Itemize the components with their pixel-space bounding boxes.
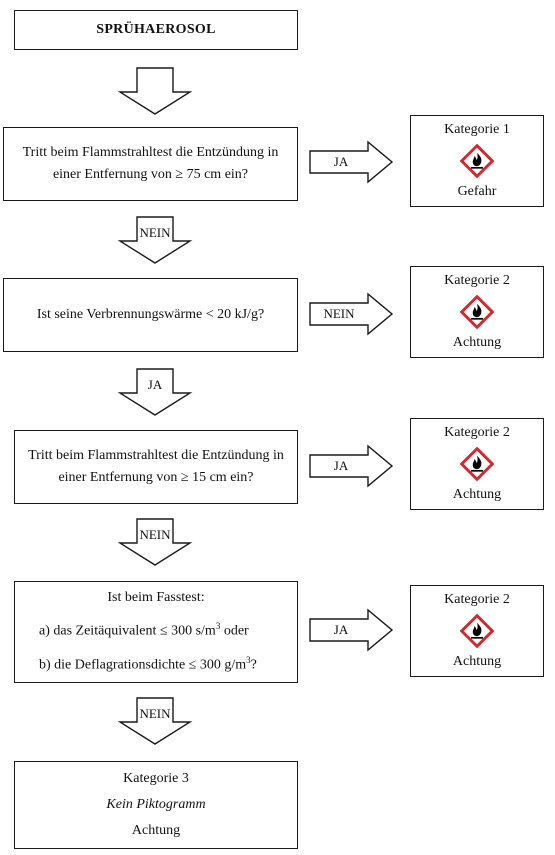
result-3-category: Kategorie 2 — [444, 425, 510, 440]
down-label-4: NEIN — [139, 706, 171, 721]
question-4-line-3-tail: ? — [250, 657, 257, 673]
result-box-1: Kategorie 1 Gefahr — [410, 115, 544, 207]
start-box: SPRÜHAEROSOL — [14, 10, 298, 50]
final-box: Kategorie 3 Kein Piktogramm Achtung — [14, 761, 298, 849]
question-box-1: Tritt beim Flammstrahltest die Entzündun… — [3, 127, 298, 201]
question-3-line-1: Tritt beim Flammstrahltest die Entzündun… — [28, 448, 284, 463]
question-4-line-2-tail: oder — [220, 624, 249, 639]
side-arrow-2 — [309, 292, 394, 336]
question-4-line-3-sup: 3 — [246, 655, 251, 665]
question-4-line-1: Ist beim Fasstest: — [107, 590, 205, 606]
question-1-line-1: Tritt beim Flammstrahltest die Entzündun… — [22, 145, 279, 160]
question-4-line-3-text: b) die Deflagrationsdichte ≤ 300 g/m — [39, 657, 247, 673]
down-label-3: NEIN — [139, 527, 171, 542]
question-4-line-2-sup: 3 — [215, 621, 221, 632]
question-box-4: Ist beim Fasstest: a) das Zeitäquivalent… — [14, 581, 298, 683]
start-label: SPRÜHAEROSOL — [96, 22, 216, 37]
final-pictogram-text: Kein Piktogramm — [106, 797, 206, 812]
final-category: Kategorie 3 — [123, 771, 189, 786]
question-4-line-3: b) die Deflagrationsdichte ≤ 300 g/m3? — [25, 649, 287, 677]
side-label-4: JA — [333, 622, 349, 637]
result-1-signal: Gefahr — [457, 184, 497, 199]
flame-ghs-icon — [460, 295, 494, 329]
question-4-line-2-text: a) das Zeitäquivalent ≤ 300 s/m — [39, 624, 216, 639]
result-4-category: Kategorie 2 — [444, 592, 510, 607]
result-2-signal: Achtung — [452, 335, 502, 350]
down-label-1: NEIN — [139, 225, 171, 240]
question-box-3: Tritt beim Flammstrahltest die Entzündun… — [14, 430, 298, 504]
down-arrow-3 — [117, 518, 193, 566]
side-arrow-4 — [309, 608, 394, 652]
side-label-1: JA — [333, 154, 349, 169]
down-arrow-4 — [117, 697, 193, 745]
down-arrow-2 — [117, 368, 193, 416]
final-signal: Achtung — [131, 823, 181, 838]
question-box-2: Ist seine Verbrennungswärme < 20 kJ/g? — [3, 278, 298, 352]
side-arrow-1 — [309, 140, 394, 184]
flame-ghs-icon — [460, 144, 494, 178]
result-1-category: Kategorie 1 — [444, 122, 510, 137]
flame-ghs-icon — [460, 447, 494, 481]
question-4-line-2: a) das Zeitäquivalent ≤ 300 s/m3 oder — [25, 615, 287, 643]
result-4-signal: Achtung — [452, 654, 502, 669]
result-box-2: Kategorie 2 Achtung — [410, 266, 544, 358]
result-box-4: Kategorie 2 Achtung — [410, 585, 544, 677]
side-label-2: NEIN — [323, 306, 355, 321]
side-arrow-3 — [309, 444, 394, 488]
result-box-3: Kategorie 2 Achtung — [410, 418, 544, 510]
down-arrow-1 — [117, 216, 193, 264]
question-2-line-1: Ist seine Verbrennungswärme < 20 kJ/g? — [36, 307, 265, 322]
result-2-category: Kategorie 2 — [444, 273, 510, 288]
side-label-3: JA — [333, 458, 349, 473]
question-1-line-2: einer Entfernung von ≥ 75 cm ein? — [52, 167, 249, 182]
down-arrow-start — [117, 67, 193, 115]
question-3-line-2: einer Entfernung von ≥ 15 cm ein? — [58, 470, 254, 485]
down-label-2: JA — [147, 377, 163, 392]
flame-ghs-icon — [460, 614, 494, 648]
result-3-signal: Achtung — [452, 487, 502, 502]
